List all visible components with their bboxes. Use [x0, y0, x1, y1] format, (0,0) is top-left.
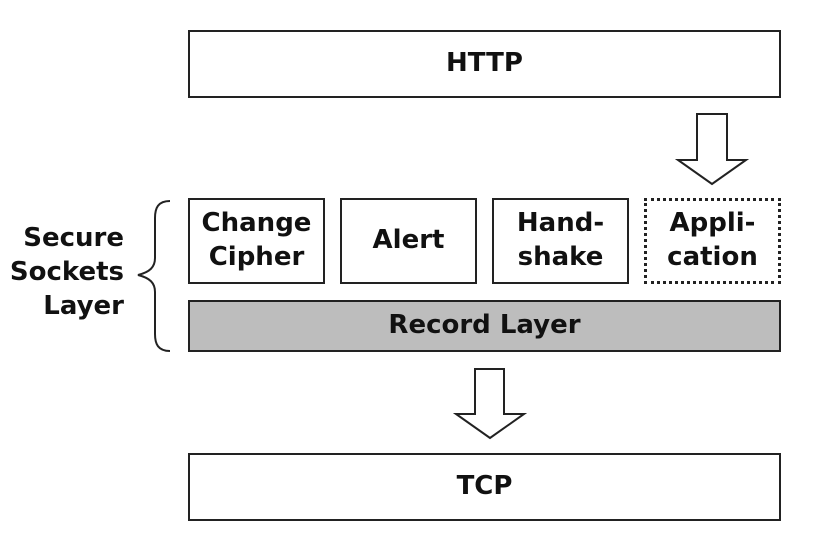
alert-box: Alert: [340, 198, 477, 284]
arrow-http-to-application-icon: [674, 113, 750, 186]
http-layer-box: HTTP: [188, 30, 781, 98]
change-cipher-box: Change Cipher: [188, 198, 325, 284]
tcp-layer-label: TCP: [456, 471, 513, 502]
change-cipher-label: Change Cipher: [201, 208, 312, 272]
handshake-label: Hand- shake: [516, 208, 605, 272]
arrow-record-to-tcp-icon: [452, 368, 528, 440]
record-layer-label: Record Layer: [388, 310, 581, 341]
application-box: Appli- cation: [644, 198, 781, 284]
http-layer-label: HTTP: [446, 48, 523, 79]
application-label: Appli- cation: [667, 208, 758, 272]
ssl-group-label: Secure Sockets Layer: [9, 223, 124, 321]
tcp-layer-box: TCP: [188, 453, 781, 521]
ssl-brace-icon: [137, 200, 171, 352]
record-layer-box: Record Layer: [188, 300, 781, 352]
alert-label: Alert: [372, 225, 445, 256]
handshake-box: Hand- shake: [492, 198, 629, 284]
